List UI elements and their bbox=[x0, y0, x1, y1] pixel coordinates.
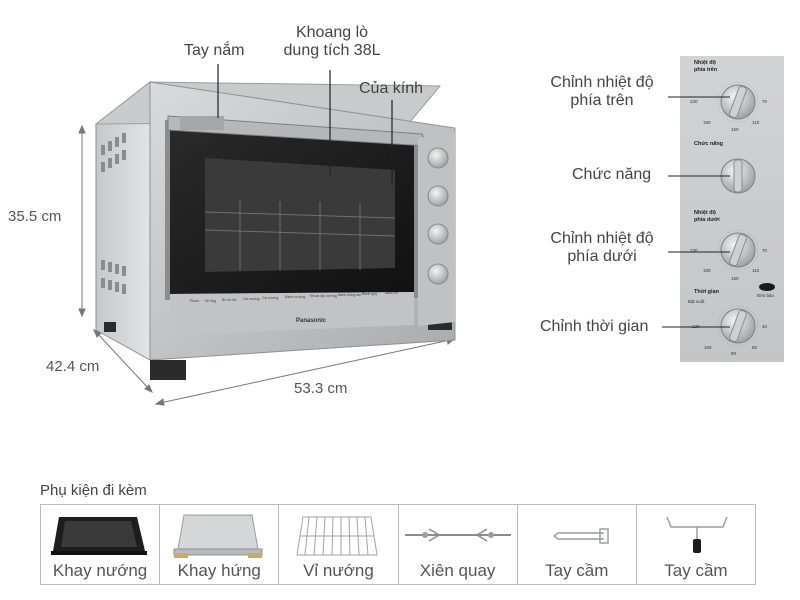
panel-top-heading-1: Nhiệt độ bbox=[694, 60, 717, 66]
label-top-temp: Chỉnh nhiệt độ phía trên bbox=[540, 74, 664, 110]
label-bottom-temp: Chỉnh nhiệt độ phía dưới bbox=[540, 230, 664, 266]
oven-knob-timer bbox=[427, 263, 449, 285]
label-top-temp-line1: Chỉnh nhiệt độ bbox=[550, 74, 654, 91]
svg-text:Bánh bông lan: Bánh bông lan bbox=[338, 293, 361, 297]
tick-190: 190 bbox=[703, 120, 711, 125]
oven-foot-front-left bbox=[150, 360, 186, 380]
label-timer: Chỉnh thời gian bbox=[540, 318, 649, 335]
closeup-knob-bottom-temp bbox=[717, 229, 759, 271]
label-bottom-temp-line1: Chỉnh nhiệt độ bbox=[550, 230, 654, 247]
tray-handle-icon bbox=[553, 528, 609, 544]
oven-rack bbox=[204, 200, 396, 270]
accessory-label: Xiên quay bbox=[419, 561, 496, 580]
accessory-label: Tay cầm bbox=[545, 561, 609, 580]
oven-knobs bbox=[427, 147, 449, 285]
rotisserie-spit-icon bbox=[404, 528, 511, 542]
tick-150-b: 150 bbox=[731, 276, 739, 281]
program-strip bbox=[170, 292, 414, 335]
panel-always-on: Bật suốt bbox=[688, 299, 705, 304]
power-indicator-light bbox=[759, 283, 775, 291]
drip-tray-icon bbox=[173, 514, 263, 558]
tick-120: 120 bbox=[692, 324, 700, 329]
accessory-label: Tay cầm bbox=[664, 561, 728, 580]
oven-knob-top-temp bbox=[427, 147, 449, 169]
tick-70-b: 70 bbox=[762, 248, 768, 253]
dimension-height: 35.5 cm bbox=[8, 208, 62, 225]
accessory-label: Khay nướng bbox=[52, 561, 148, 580]
accessory-label: Khay hứng bbox=[177, 561, 261, 580]
label-handle: Tay nắm bbox=[184, 42, 245, 59]
oven-knob-bottom-temp bbox=[427, 223, 449, 245]
tick-110: 110 bbox=[752, 120, 760, 125]
accessory-item: Tay cầm bbox=[637, 505, 755, 584]
label-top-temp-line2: phía trên bbox=[570, 92, 634, 109]
panel-leader-lines bbox=[662, 96, 730, 328]
accessory-item: Xiên quay bbox=[399, 505, 518, 584]
accessories-heading: Phụ kiện đi kèm bbox=[40, 482, 147, 499]
label-bottom-temp-line2: phía dưới bbox=[567, 248, 637, 265]
oven-foot-back bbox=[104, 322, 116, 332]
panel-bottom-heading-2: phía dưới bbox=[694, 217, 720, 223]
tick-110-b: 110 bbox=[752, 268, 760, 273]
wire-rack-icon bbox=[296, 516, 378, 556]
svg-text:Bánh nướng: Bánh nướng bbox=[285, 295, 305, 299]
label-cavity-line1: Khoang lò bbox=[295, 24, 369, 41]
tick-100: 100 bbox=[704, 345, 712, 350]
accessory-item: Vỉ nướng bbox=[279, 505, 399, 584]
panel-bottom-heading-1: Nhiệt độ bbox=[694, 210, 717, 216]
label-cavity-line2: dung tích 38L bbox=[283, 42, 381, 59]
tick-70: 70 bbox=[762, 99, 768, 104]
label-glass-door: Của kính bbox=[359, 80, 424, 97]
tick-230-b: 230 bbox=[690, 248, 698, 253]
panel-timer-heading: Thời gian bbox=[694, 289, 720, 295]
svg-text:Gà nướng: Gà nướng bbox=[243, 297, 260, 301]
baking-tray-icon bbox=[51, 517, 147, 555]
svg-text:Cá nướng: Cá nướng bbox=[262, 296, 278, 300]
tick-80: 80 bbox=[731, 351, 737, 356]
label-cavity: Khoang lò dung tích 38L bbox=[276, 24, 388, 60]
tick-60: 60 bbox=[752, 345, 758, 350]
side-vents bbox=[101, 133, 126, 294]
accessory-label: Vỉ nướng bbox=[303, 561, 374, 580]
leader-lines bbox=[217, 64, 393, 185]
svg-text:Bò bít tết: Bò bít tết bbox=[222, 298, 236, 302]
svg-text:Mì ống: Mì ống bbox=[205, 299, 216, 303]
handle-left-mount bbox=[180, 116, 224, 130]
tick-150: 150 bbox=[731, 127, 739, 132]
tick-190-b: 190 bbox=[703, 268, 711, 273]
panel-power-light-label: Đèn báo bbox=[757, 293, 775, 298]
label-function: Chức năng bbox=[572, 166, 652, 183]
tick-230: 230 bbox=[690, 99, 698, 104]
closeup-knob-top-temp bbox=[717, 81, 759, 123]
accessories-table: Khay nướng Khay hứng Vỉ nướng bbox=[40, 504, 756, 585]
accessory-item: Tay cầm bbox=[518, 505, 637, 584]
svg-text:Bánh mì: Bánh mì bbox=[385, 291, 398, 295]
svg-text:Pizza: Pizza bbox=[190, 299, 199, 303]
closeup-knob-timer bbox=[717, 305, 759, 347]
closeup-knob-function bbox=[720, 158, 756, 194]
svg-text:Khoai tây nướng: Khoai tây nướng bbox=[310, 294, 337, 298]
panel-top-heading-2: phía trên bbox=[694, 67, 718, 73]
accessory-item: Khay nướng bbox=[41, 505, 161, 584]
dimension-width: 53.3 cm bbox=[294, 380, 348, 397]
dimension-depth: 42.4 cm bbox=[46, 358, 100, 375]
spit-handle-icon bbox=[666, 516, 728, 553]
tick-40: 40 bbox=[762, 324, 768, 329]
oven-knob-function bbox=[427, 185, 449, 207]
svg-text:Bánh quy: Bánh quy bbox=[362, 292, 377, 296]
brand-logo: Panasonic bbox=[296, 318, 327, 324]
accessory-item: Khay hứng bbox=[160, 505, 280, 584]
panel-function-heading: Chức năng bbox=[694, 141, 723, 147]
